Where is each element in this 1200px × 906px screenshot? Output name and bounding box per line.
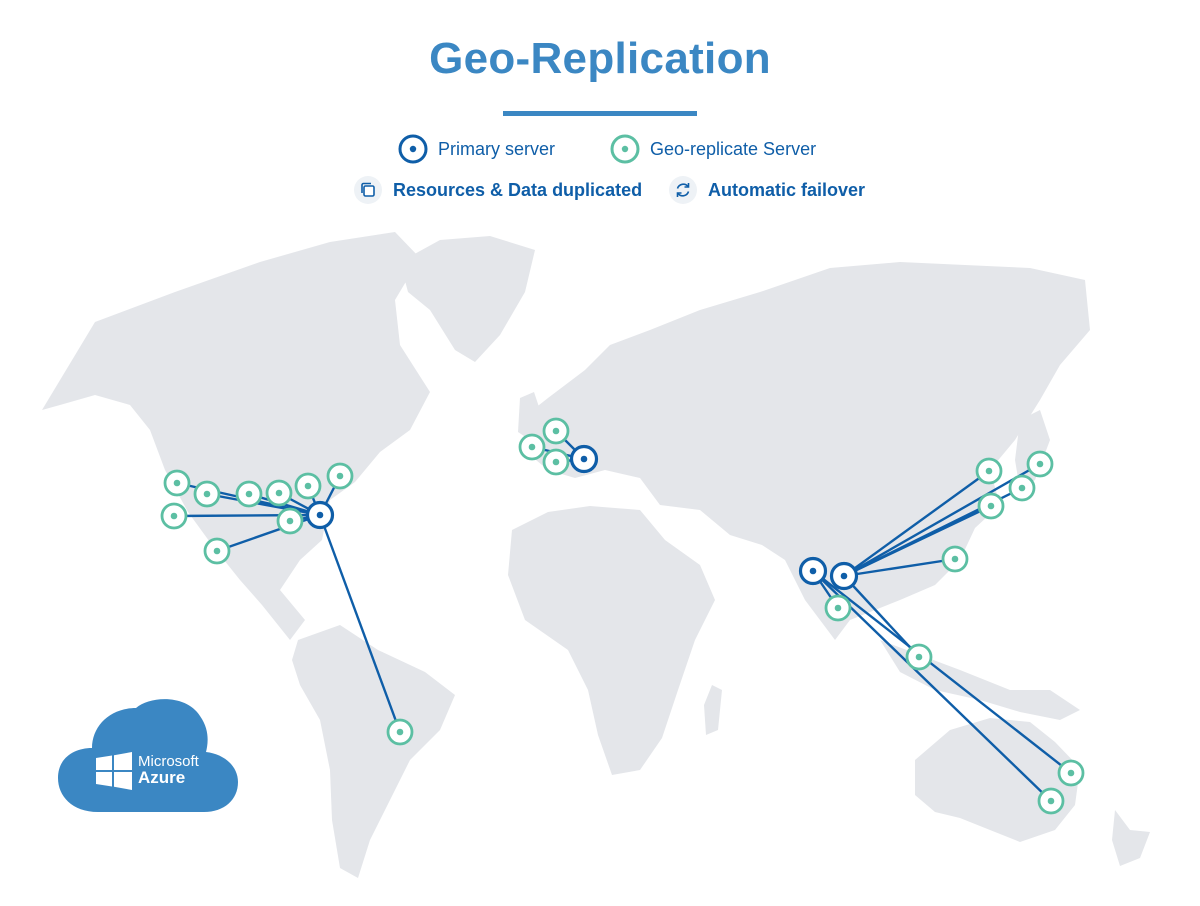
landmass-greenland: [400, 236, 535, 362]
landmass-madagascar: [704, 685, 722, 735]
refresh-icon: [669, 176, 697, 204]
server-markers: [160, 417, 1085, 815]
page-title: Geo-Replication: [429, 34, 771, 83]
legend-geo-replicate-server: Geo-replicate Server: [610, 132, 816, 166]
geo-replicate-server-marker-au-se: [1037, 787, 1065, 815]
geo-replicate-server-marker-uk: [542, 417, 570, 445]
legend-automatic-failover: Automatic failover: [668, 173, 865, 207]
azure-logo-text: Microsoft Azure: [138, 754, 199, 786]
copy-icon: [354, 176, 382, 204]
geo-replicate-server-marker-us-sw: [203, 537, 231, 565]
replication-link-br-s: [318, 514, 402, 733]
replication-link-hk: [843, 557, 956, 578]
logo-line-azure: Azure: [138, 768, 186, 787]
landmass-africa: [508, 506, 715, 775]
landmass-north-america: [42, 232, 430, 640]
microsoft-azure-logo: Microsoft Azure: [58, 696, 238, 814]
landmass-australia: [915, 718, 1080, 842]
geo-replicate-server-marker-us-n3: [265, 479, 293, 507]
geo-replicate-server-marker-us-w: [160, 502, 188, 530]
landmass-new-zealand: [1112, 810, 1150, 866]
legend-duplicated-label: Resources & Data duplicated: [393, 179, 643, 200]
geo-replicate-server-marker-ie: [518, 433, 546, 461]
landmass-british-isles: [518, 392, 540, 440]
primary-server-marker-us-east: [305, 500, 335, 530]
geo-replicate-server-marker-us-n1: [193, 480, 221, 508]
geo-replicate-server-marker-ca-e: [326, 462, 354, 490]
legend-primary-label: Primary server: [438, 138, 556, 159]
primary-server-marker-india-central: [829, 561, 859, 591]
geo-replicate-server-marker-br-s: [386, 718, 414, 746]
primary-server-marker-india-west: [798, 556, 828, 586]
landmass-europe-asia: [520, 262, 1090, 640]
primary-server-icon: [398, 134, 428, 164]
replication-link-kr-n: [843, 470, 990, 577]
azure-cloud-icon: [58, 699, 238, 812]
geo-replicate-server-marker-hk: [941, 545, 969, 573]
logo-line-microsoft: Microsoft: [138, 753, 199, 770]
replication-link-jp-e: [843, 462, 1041, 578]
geo-replicate-server-marker-kr-n: [975, 457, 1003, 485]
landmass-japan: [1015, 410, 1050, 490]
geo-replicate-server-icon: [610, 134, 640, 164]
geo-replicate-server-marker-fr: [542, 448, 570, 476]
primary-server-marker-europe-west: [569, 444, 599, 474]
geo-replicate-server-marker-jp-c: [1008, 474, 1036, 502]
geo-replicate-server-marker-us-c: [276, 507, 304, 535]
geo-replicate-server-marker-us-n2: [235, 480, 263, 508]
legend-resources-duplicated: Resources & Data duplicated: [353, 173, 642, 207]
legend-replica-label: Geo-replicate Server: [650, 138, 817, 159]
replication-link-au-e: [812, 570, 1072, 774]
replication-link-au-se: [812, 570, 1052, 802]
legend-failover-label: Automatic failover: [708, 179, 866, 200]
landmass-south-america: [292, 625, 455, 878]
legend-primary-server: Primary server: [398, 132, 555, 166]
replication-link-us-n1: [206, 492, 321, 517]
geo-replicate-server-marker-us-nw: [163, 469, 191, 497]
geo-replicate-server-marker-sg: [905, 643, 933, 671]
geo-replicate-server-marker-au-e: [1057, 759, 1085, 787]
geo-replicate-server-marker-us-n4: [294, 472, 322, 500]
geo-replicate-server-marker-jp-e: [1026, 450, 1054, 478]
geo-replicate-server-marker-in-s: [824, 594, 852, 622]
geo-replicate-server-marker-kr-s: [977, 492, 1005, 520]
title-underline: [503, 111, 697, 116]
